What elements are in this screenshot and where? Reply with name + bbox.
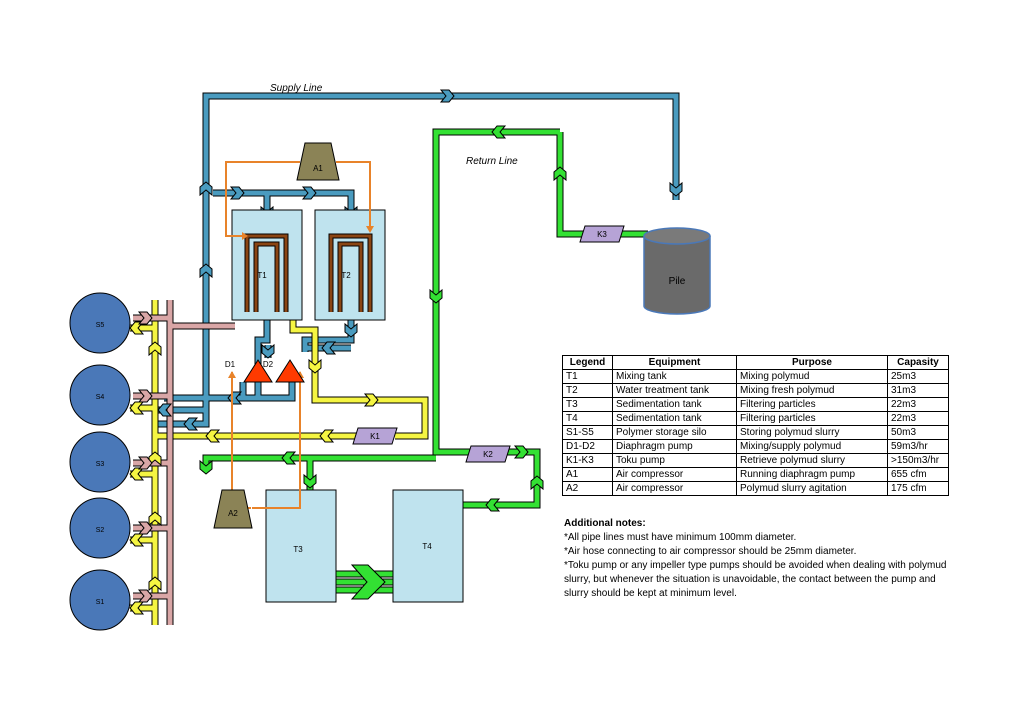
- capacity-cell: 59m3/hr: [887, 439, 949, 454]
- capacity-cell: 655 cfm: [887, 467, 949, 482]
- purpose-cell: Storing polymud slurry: [736, 425, 888, 440]
- compressor-a2: A2: [213, 489, 253, 529]
- silo-s1-label: S1: [96, 599, 105, 606]
- table-row: D1-D2 Diaphragm pump Mixing/supply polym…: [562, 439, 949, 454]
- note-item: *Air hose connecting to air compressor s…: [564, 546, 857, 557]
- diaphragm-pump-d1-label: D1: [225, 360, 236, 369]
- pile-label: Pile: [669, 276, 686, 287]
- toku-pump-k3-label: K3: [597, 230, 607, 239]
- table-row: S1-S5 Polymer storage silo Storing polym…: [562, 425, 949, 440]
- purpose-cell: Mixing polymud: [736, 369, 888, 384]
- silo-s5: S5: [69, 292, 131, 354]
- table-row: T1 Mixing tank Mixing polymud 25m3: [562, 369, 949, 384]
- equipment-cell: Toku pump: [612, 453, 737, 468]
- toku-pump-k1: K1: [352, 427, 398, 445]
- equipment-cell: Sedimentation tank: [612, 411, 737, 426]
- purpose-cell: Filtering particles: [736, 411, 888, 426]
- silo-s5-label: S5: [96, 322, 105, 329]
- toku-pump-k2-label: K2: [483, 450, 493, 459]
- tank-t2-label: T2: [341, 271, 351, 280]
- capacity-cell: 22m3: [887, 411, 949, 426]
- legend-header-capacity: Capasity: [887, 355, 949, 370]
- capacity-cell: 50m3: [887, 425, 949, 440]
- table-row: T3 Sedimentation tank Filtering particle…: [562, 397, 949, 412]
- compressor-a2-label: A2: [228, 509, 238, 518]
- legend-cell: T1: [562, 369, 613, 384]
- compressor-a1: A1: [296, 142, 340, 181]
- additional-notes: Additional notes: *All pipe lines must h…: [564, 517, 954, 601]
- capacity-cell: >150m3/hr: [887, 453, 949, 468]
- purpose-cell: Retrieve polymud slurry: [736, 453, 888, 468]
- capacity-cell: 25m3: [887, 369, 949, 384]
- table-row: K1-K3 Toku pump Retrieve polymud slurry …: [562, 453, 949, 468]
- t3-to-t4-flow-arrow: [350, 564, 386, 600]
- silo-s2-label: S2: [96, 527, 105, 534]
- equipment-cell: Water treatment tank: [612, 383, 737, 398]
- tank-t4-label: T4: [422, 542, 432, 551]
- note-item: *Toku pump or any impeller type pumps sh…: [564, 560, 947, 599]
- tank-t2: T2: [314, 209, 386, 321]
- equipment-cell: Mixing tank: [612, 369, 737, 384]
- legend-cell: T2: [562, 383, 613, 398]
- silo-s3-label: S3: [96, 461, 105, 468]
- capacity-cell: 175 cfm: [887, 481, 949, 496]
- legend-header-equipment: Equipment: [612, 355, 737, 370]
- silo-s4-label: S4: [96, 394, 105, 401]
- silo-s3: S3: [69, 431, 131, 493]
- legend-header-row: Legend Equipment Purpose Capasity: [562, 355, 949, 370]
- equipment-cell: Polymer storage silo: [612, 425, 737, 440]
- capacity-cell: 31m3: [887, 383, 949, 398]
- equipment-cell: Air compressor: [612, 481, 737, 496]
- tank-t3-label: T3: [293, 545, 303, 554]
- purpose-cell: Mixing fresh polymud: [736, 383, 888, 398]
- legend-cell: T4: [562, 411, 613, 426]
- legend-cell: D1-D2: [562, 439, 613, 454]
- tank-t1: T1: [231, 209, 303, 321]
- table-row: T2 Water treatment tank Mixing fresh pol…: [562, 383, 949, 398]
- tank-t1-label: T1: [257, 271, 267, 280]
- table-row: T4 Sedimentation tank Filtering particle…: [562, 411, 949, 426]
- capacity-cell: 22m3: [887, 397, 949, 412]
- purpose-cell: Running diaphragm pump: [736, 467, 888, 482]
- toku-pump-k2: K2: [465, 445, 511, 463]
- legend-cell: S1-S5: [562, 425, 613, 440]
- note-item: *All pipe lines must have minimum 100mm …: [564, 532, 797, 543]
- table-row: A1 Air compressor Running diaphragm pump…: [562, 467, 949, 482]
- legend-header-legend: Legend: [562, 355, 613, 370]
- legend-cell: A2: [562, 481, 613, 496]
- silo-s2: S2: [69, 497, 131, 559]
- tank-t4: T4: [392, 489, 464, 603]
- silo-s4: S4: [69, 364, 131, 426]
- equipment-cell: Diaphragm pump: [612, 439, 737, 454]
- notes-title: Additional notes:: [564, 518, 646, 529]
- equipment-cell: Air compressor: [612, 467, 737, 482]
- diaphragm-pump-d2: D2: [263, 359, 305, 383]
- diaphragm-pump-d2-label: D2: [263, 360, 274, 369]
- legend-cell: T3: [562, 397, 613, 412]
- purpose-cell: Polymud slurry agitation: [736, 481, 888, 496]
- legend-header-purpose: Purpose: [736, 355, 888, 370]
- pile: Pile: [643, 227, 711, 315]
- return-line-label: Return Line: [466, 156, 518, 167]
- legend-cell: A1: [562, 467, 613, 482]
- toku-pump-k1-label: K1: [370, 432, 380, 441]
- purpose-cell: Filtering particles: [736, 397, 888, 412]
- diaphragm-pump-d1: D1: [225, 359, 273, 383]
- silo-s1: S1: [69, 569, 131, 631]
- legend-cell: K1-K3: [562, 453, 613, 468]
- toku-pump-k3: K3: [579, 225, 625, 243]
- compressor-a1-label: A1: [313, 164, 323, 173]
- supply-line-label: Supply Line: [270, 83, 323, 94]
- equipment-cell: Sedimentation tank: [612, 397, 737, 412]
- purpose-cell: Mixing/supply polymud: [736, 439, 888, 454]
- legend-table: Legend Equipment Purpose Capasity T1 Mix…: [562, 355, 949, 496]
- table-row: A2 Air compressor Polymud slurry agitati…: [562, 481, 949, 496]
